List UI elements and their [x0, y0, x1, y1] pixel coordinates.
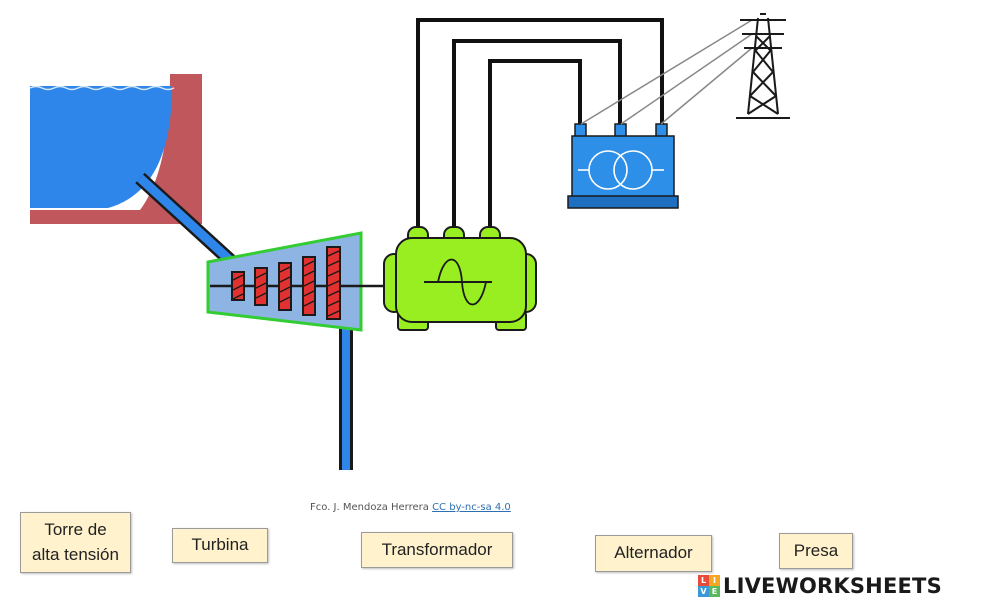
label-turbina[interactable]: Turbina	[172, 528, 268, 563]
water-surface	[29, 85, 175, 91]
label-presa[interactable]: Presa	[779, 533, 853, 569]
logo-letter-l: L	[698, 575, 709, 586]
sine-wave-symbol	[437, 258, 487, 306]
cable-inner	[488, 59, 582, 230]
credit-line: Fco. J. Mendoza Herrera CC by-nc-sa 4.0	[310, 502, 511, 513]
label-transformador-text: Transformador	[381, 539, 493, 559]
transformer-base	[567, 195, 679, 209]
brand-name: LIVEWORKSHEETS	[723, 574, 942, 598]
label-turbina-text: Turbina	[191, 535, 249, 555]
alternator	[383, 226, 537, 331]
label-torre-alta-tension[interactable]: Torre de alta tensión	[20, 512, 131, 573]
license-link[interactable]: CC by-nc-sa 4.0	[432, 502, 511, 513]
reservoir-water	[30, 86, 172, 208]
liveworksheets-logo-icon: L I V E	[698, 575, 720, 597]
logo-letter-e: E	[709, 586, 720, 597]
brand-logo[interactable]: L I V E LIVEWORKSHEETS	[698, 574, 942, 598]
label-presa-text: Presa	[793, 540, 839, 560]
cable-middle	[452, 39, 622, 230]
label-torre-line1: Torre de	[44, 519, 107, 539]
penstock-water	[136, 174, 236, 266]
label-torre-line2: alta tensión	[32, 544, 119, 564]
label-alternador[interactable]: Alternador	[595, 535, 712, 572]
high-voltage-tower	[736, 13, 790, 119]
credit-author: Fco. J. Mendoza Herrera	[310, 502, 429, 513]
logo-letter-v: V	[698, 586, 709, 597]
transformer	[567, 123, 679, 209]
outflow-water	[342, 322, 350, 470]
label-transformador[interactable]: Transformador	[361, 532, 513, 568]
transformer-body	[571, 135, 675, 199]
logo-letter-i: I	[709, 575, 720, 586]
label-alternador-text: Alternador	[614, 543, 693, 563]
turbine-blades	[231, 246, 341, 320]
transmission-lines	[580, 19, 753, 125]
